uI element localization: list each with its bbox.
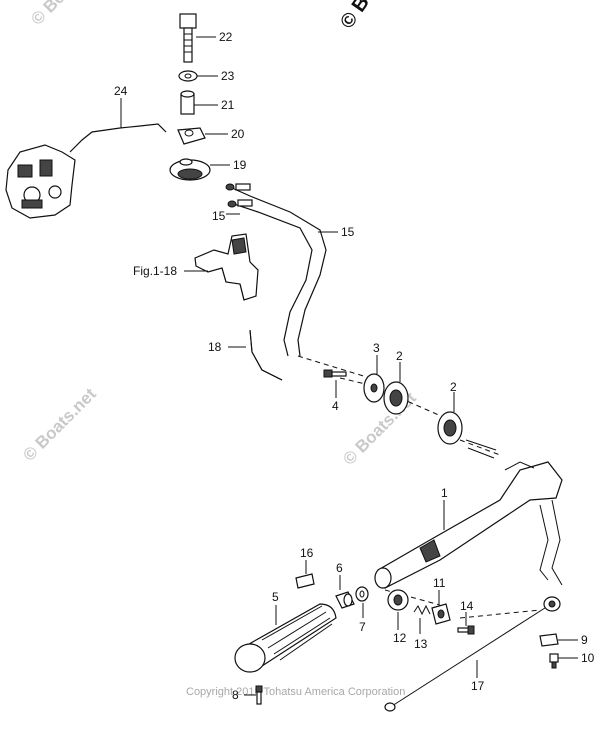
part-3-plate xyxy=(363,373,385,403)
bracket-fig-1-18 xyxy=(194,233,259,301)
part-15-throttle-cables xyxy=(225,183,327,357)
carburetor-illustration xyxy=(5,144,76,219)
callout-10: 10 xyxy=(581,651,595,665)
part-21-collar xyxy=(180,90,195,115)
callout-19: 19 xyxy=(233,158,247,172)
part-17-cable xyxy=(384,596,561,712)
callout-2-b: 2 xyxy=(450,380,457,394)
callout-22: 22 xyxy=(219,30,233,44)
callout-3: 3 xyxy=(373,341,380,355)
part-9-clip xyxy=(539,633,559,647)
callout-6: 6 xyxy=(336,561,343,575)
part-19-pulley xyxy=(169,158,211,181)
part-4-screw xyxy=(323,369,347,378)
callout-8: 8 xyxy=(232,688,239,702)
part-20-bushing xyxy=(177,127,206,145)
part-13-spring xyxy=(413,604,431,616)
part-7-nut xyxy=(355,586,369,602)
callout-24: 24 xyxy=(114,84,128,98)
callout-2-a: 2 xyxy=(396,349,403,363)
part-8-screw xyxy=(255,685,263,705)
copyright-text: Copyright 2018 Tohatsu America Corporati… xyxy=(186,686,405,698)
part-22-bolt xyxy=(179,13,197,63)
callout-fig-1-18: Fig.1-18 xyxy=(133,264,177,278)
callout-12: 12 xyxy=(393,631,407,645)
part-2-gear-a xyxy=(383,381,409,415)
part-2-gear-b xyxy=(437,411,463,445)
callout-18: 18 xyxy=(208,340,222,354)
callout-15-b: 15 xyxy=(341,225,355,239)
callout-11: 11 xyxy=(433,576,446,590)
part-6-collar xyxy=(335,591,355,609)
callout-15-a: 15 xyxy=(212,209,226,223)
watermark-left-top: © Boats.net xyxy=(27,0,108,29)
callout-1: 1 xyxy=(441,486,448,500)
part-24-rod xyxy=(69,123,167,153)
callout-17: 17 xyxy=(471,679,485,693)
callout-7: 7 xyxy=(359,620,366,634)
callout-14: 14 xyxy=(460,599,474,613)
callout-13: 13 xyxy=(414,637,428,651)
callout-23: 23 xyxy=(221,69,235,83)
part-16-sticker xyxy=(295,573,315,589)
part-14-screw xyxy=(457,625,475,635)
part-1-tiller-handle xyxy=(374,461,563,589)
part-23-washer xyxy=(178,70,198,82)
callout-21: 21 xyxy=(221,98,235,112)
watermark-left: © Boats.net xyxy=(19,384,100,465)
watermark-top: © Boats.net xyxy=(336,0,418,33)
callout-16: 16 xyxy=(300,546,314,560)
part-5-grip xyxy=(234,603,337,673)
callout-5: 5 xyxy=(272,590,279,604)
callout-4: 4 xyxy=(332,399,339,413)
part-10-screw xyxy=(549,653,559,669)
callout-20: 20 xyxy=(231,127,245,141)
part-12-piece xyxy=(387,589,409,611)
part-11-piece xyxy=(431,603,451,625)
callout-9: 9 xyxy=(581,633,588,647)
